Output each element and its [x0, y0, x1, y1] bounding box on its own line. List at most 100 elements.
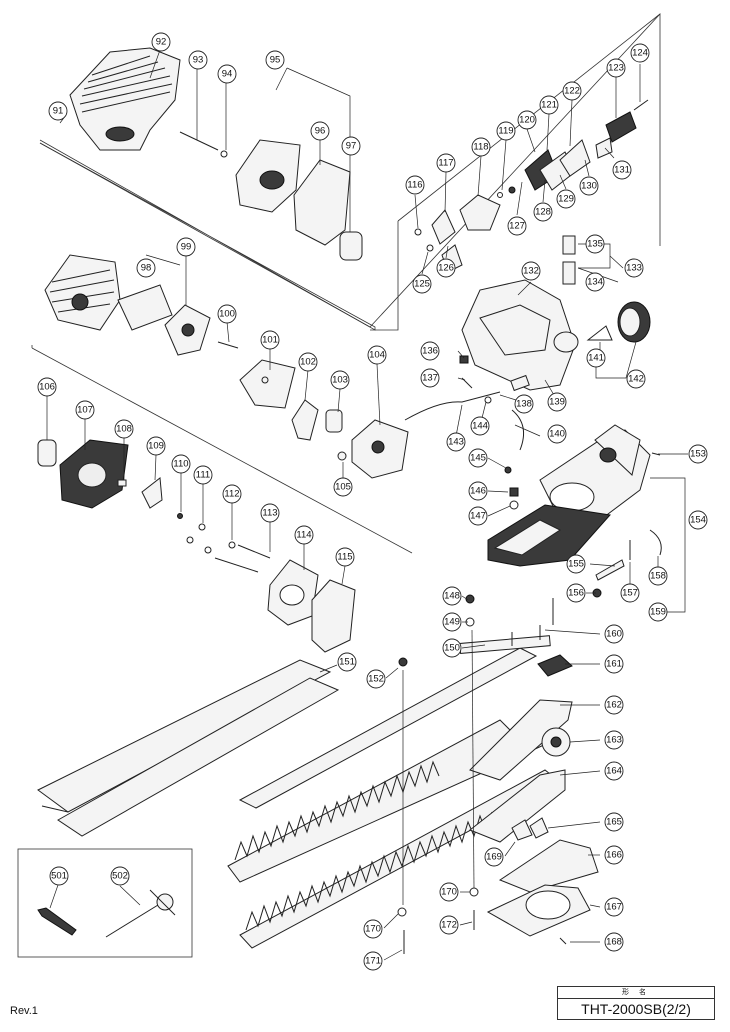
- model-number: THT-2000SB(2/2): [581, 1001, 691, 1017]
- callout-141: 141: [586, 348, 606, 368]
- svg-text:136: 136: [422, 346, 438, 357]
- blade-plate-150-160: [238, 598, 554, 809]
- svg-text:153: 153: [690, 449, 706, 460]
- callout-97: 97: [341, 136, 361, 156]
- svg-text:107: 107: [77, 405, 93, 416]
- callout-139: 139: [547, 392, 567, 412]
- hex-wrench-501: [37, 907, 77, 936]
- blade-cover-151: [37, 659, 340, 837]
- muffler-gasket-96: [293, 159, 351, 246]
- small-parts-145-158: [504, 452, 662, 598]
- callout-93: 93: [188, 50, 208, 70]
- callout-146: 146: [468, 481, 488, 501]
- svg-text:112: 112: [224, 489, 239, 500]
- callout-113: 113: [260, 503, 280, 523]
- air-filter-114: [267, 559, 319, 626]
- callout-145: 145: [468, 448, 488, 468]
- nut-105: [337, 451, 347, 461]
- callout-502: 502: [110, 866, 130, 886]
- blade-bolts-148-172: [397, 594, 479, 954]
- svg-text:142: 142: [628, 374, 644, 385]
- svg-text:122: 122: [564, 86, 580, 97]
- callout-140: 140: [547, 424, 567, 444]
- callout-152: 152: [366, 669, 386, 689]
- callout-135: 135: [585, 234, 605, 254]
- svg-text:150: 150: [444, 643, 460, 654]
- svg-text:109: 109: [148, 441, 164, 452]
- callout-107: 107: [75, 400, 95, 420]
- svg-text:94: 94: [222, 69, 233, 80]
- svg-text:134: 134: [587, 277, 603, 288]
- svg-text:169: 169: [486, 852, 502, 863]
- callout-121: 121: [539, 95, 559, 115]
- svg-text:127: 127: [509, 221, 525, 232]
- carburetor-104: [351, 419, 409, 479]
- svg-text:158: 158: [650, 571, 666, 582]
- callout-167: 167: [604, 897, 624, 917]
- svg-text:140: 140: [549, 429, 565, 440]
- tools-frame: [17, 848, 193, 958]
- cylinder-98: [44, 254, 121, 331]
- svg-text:131: 131: [614, 165, 630, 176]
- svg-text:106: 106: [39, 382, 55, 393]
- callout-92: 92: [151, 32, 171, 52]
- svg-text:138: 138: [516, 399, 532, 410]
- leader-lines: [46, 49, 688, 961]
- callout-105: 105: [333, 477, 353, 497]
- svg-text:149: 149: [444, 617, 460, 628]
- svg-text:93: 93: [193, 55, 204, 66]
- filter-133-135: [562, 235, 576, 285]
- callout-129: 129: [556, 189, 576, 209]
- callout-142: 142: [626, 369, 646, 389]
- model-header: 形 名: [557, 986, 715, 999]
- callout-159: 159: [648, 602, 668, 622]
- bolt-93: [179, 131, 219, 151]
- gasket-102: [291, 399, 319, 441]
- svg-text:167: 167: [606, 902, 622, 913]
- svg-text:147: 147: [470, 511, 486, 522]
- air-cleaner-cover-115: [311, 579, 356, 653]
- callout-100: 100: [217, 304, 237, 324]
- svg-text:117: 117: [438, 158, 453, 169]
- callout-111: 111: [193, 465, 213, 485]
- svg-text:151: 151: [339, 657, 355, 668]
- svg-text:99: 99: [181, 242, 192, 253]
- svg-text:154: 154: [690, 515, 706, 526]
- svg-text:143: 143: [448, 437, 464, 448]
- svg-text:103: 103: [332, 375, 348, 386]
- callout-158: 158: [648, 566, 668, 586]
- gasket-99: [117, 284, 173, 331]
- callout-122: 122: [562, 81, 582, 101]
- callout-170-lower: 170: [363, 919, 383, 939]
- svg-text:157: 157: [622, 588, 638, 599]
- callout-168: 168: [604, 932, 624, 952]
- callout-148: 148: [442, 586, 462, 606]
- callout-123: 123: [606, 58, 626, 78]
- callout-117: 117: [436, 153, 456, 173]
- svg-text:141: 141: [588, 353, 604, 364]
- svg-text:121: 121: [541, 100, 557, 111]
- svg-text:91: 91: [53, 106, 64, 117]
- svg-text:132: 132: [523, 266, 539, 277]
- svg-text:148: 148: [444, 591, 460, 602]
- svg-text:165: 165: [606, 817, 622, 828]
- svg-text:95: 95: [270, 55, 281, 66]
- callout-171: 171: [363, 951, 383, 971]
- callout-106: 106: [37, 377, 57, 397]
- callout-160: 160: [604, 624, 624, 644]
- washer-94: [220, 150, 228, 158]
- callout-136: 136: [420, 341, 440, 361]
- svg-text:113: 113: [262, 508, 277, 519]
- revision-label: Rev.1: [10, 1005, 38, 1017]
- callout-132: 132: [521, 261, 541, 281]
- callout-161: 161: [604, 654, 624, 674]
- svg-text:108: 108: [116, 424, 132, 435]
- svg-text:172: 172: [441, 920, 457, 931]
- svg-text:152: 152: [368, 674, 384, 685]
- svg-text:133: 133: [626, 263, 642, 274]
- svg-text:171: 171: [365, 956, 381, 967]
- callout-131: 131: [612, 160, 632, 180]
- svg-text:115: 115: [337, 552, 352, 563]
- handle-bracket-159: [487, 504, 611, 567]
- callout-137: 137: [420, 368, 440, 388]
